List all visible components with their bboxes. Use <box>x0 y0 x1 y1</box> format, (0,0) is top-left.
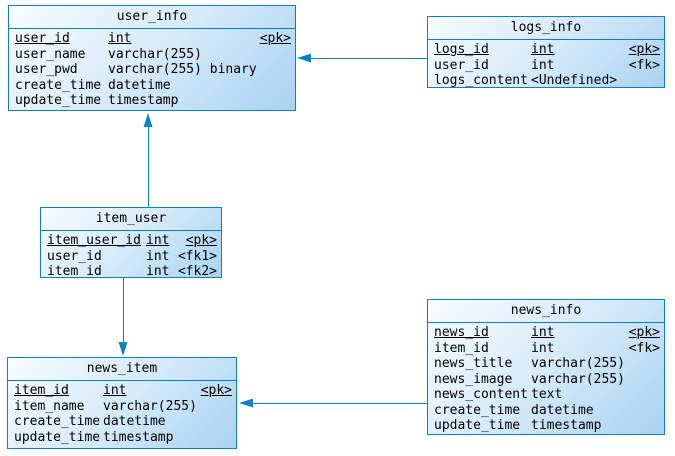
arrowhead-icon <box>239 398 253 408</box>
column-row: news_id int <pk> <box>434 325 660 341</box>
column-key: <pk> <box>259 31 291 46</box>
column-name: item_id <box>47 264 102 278</box>
column-name: news_id <box>434 325 489 340</box>
column-type: timestamp <box>108 93 179 108</box>
column-type: timestamp <box>531 418 602 433</box>
column-type: varchar(255) <box>531 356 625 371</box>
column-type: varchar(255) <box>103 398 197 414</box>
column-type: int <box>103 383 127 398</box>
arrowhead-icon <box>297 53 311 63</box>
entity-title: item_user <box>41 208 221 231</box>
column-row: logs_content<Undefined> <box>434 73 660 88</box>
column-key: <pk> <box>628 42 660 57</box>
column-name: user_id <box>47 248 102 264</box>
column-name: item_id <box>434 340 489 356</box>
column-key: <pk> <box>185 233 217 248</box>
column-row: user_id int <pk> <box>15 31 291 47</box>
column-name: news_image <box>434 371 513 387</box>
relationship-logs_info-user_info[interactable] <box>297 53 427 63</box>
column-row: user_id int <fk1> <box>47 249 217 265</box>
column-row: news_image varchar(255) <box>434 372 660 388</box>
column-type: datetime <box>103 414 166 429</box>
column-type: int <box>108 31 132 46</box>
column-name: item_name <box>14 398 85 414</box>
column-name: news_content <box>434 387 528 402</box>
column-row: update_time timestamp <box>15 93 291 109</box>
relationship-item_user-user_info[interactable] <box>143 113 153 207</box>
arrowhead-icon <box>118 342 128 356</box>
entity-title: news_info <box>428 300 664 323</box>
column-name: user_name <box>15 46 86 62</box>
column-name: logs_id <box>434 42 489 57</box>
column-key: <pk> <box>628 325 660 340</box>
entity-columns: item_id int <pk> item_name varchar(255)creat… <box>8 381 236 445</box>
column-type: datetime <box>531 402 594 418</box>
entity-news_item[interactable]: news_item item_id int <pk> item_name varchar(… <box>7 357 237 449</box>
column-row: news_title varchar(255) <box>434 356 660 372</box>
column-name: create_time <box>15 77 102 93</box>
column-type: int <box>531 325 555 340</box>
entity-user_info[interactable]: user_info user_id int <pk> user_name varchar(… <box>8 5 296 111</box>
entity-title: news_item <box>8 358 236 381</box>
entity-title: user_info <box>9 6 295 29</box>
column-key: <fk2> <box>177 264 217 278</box>
arrowhead-icon <box>143 113 153 127</box>
column-name: logs_content <box>434 73 528 88</box>
column-row: user_id int <fk> <box>434 58 660 74</box>
column-name: create_time <box>434 402 521 418</box>
column-name: user_id <box>15 31 70 46</box>
column-name: create_time <box>14 414 101 429</box>
column-name: update_time <box>14 429 101 445</box>
column-type: varchar(255) <box>531 371 625 387</box>
column-row: logs_id int <pk> <box>434 42 660 58</box>
column-row: item_user_id int <pk> <box>47 233 217 249</box>
column-row: item_name varchar(255) <box>14 399 232 415</box>
column-type: varchar(255) binary <box>108 62 257 77</box>
column-key: <fk1> <box>177 248 217 264</box>
column-row: update_time timestamp <box>434 418 660 434</box>
column-type: datetime <box>108 77 171 93</box>
column-key: <fk> <box>628 340 660 356</box>
column-key: <fk> <box>628 57 660 73</box>
column-name: update_time <box>15 93 102 108</box>
column-type: text <box>531 387 563 402</box>
column-row: create_time datetime <box>15 78 291 94</box>
column-name: user_pwd <box>15 62 78 77</box>
column-row: user_name varchar(255) <box>15 47 291 63</box>
column-type: timestamp <box>103 429 174 445</box>
column-type: int <box>146 248 170 264</box>
relationship-news_info-news_item[interactable] <box>239 398 427 408</box>
column-name: item_id <box>14 383 69 398</box>
column-name: news_title <box>434 356 513 371</box>
column-name: item_user_id <box>47 233 141 248</box>
column-row: item_id int <fk> <box>434 341 660 357</box>
column-type: <Undefined> <box>531 73 618 88</box>
column-type: int <box>531 340 555 356</box>
column-row: create_time datetime <box>434 403 660 419</box>
column-row: item_id int <pk> <box>14 383 232 399</box>
column-type: int <box>531 57 555 73</box>
column-key: <pk> <box>200 383 232 398</box>
entity-title: logs_info <box>428 17 664 40</box>
column-row: user_pwd varchar(255) binary <box>15 62 291 78</box>
relationship-item_user-news_item[interactable] <box>118 278 128 356</box>
column-name: user_id <box>434 57 489 73</box>
column-type: int <box>146 233 170 248</box>
column-type: varchar(255) <box>108 46 202 62</box>
column-name: update_time <box>434 418 521 433</box>
column-type: int <box>531 42 555 57</box>
column-type: int <box>146 264 170 278</box>
column-row: item_id int <fk2> <box>47 264 217 278</box>
